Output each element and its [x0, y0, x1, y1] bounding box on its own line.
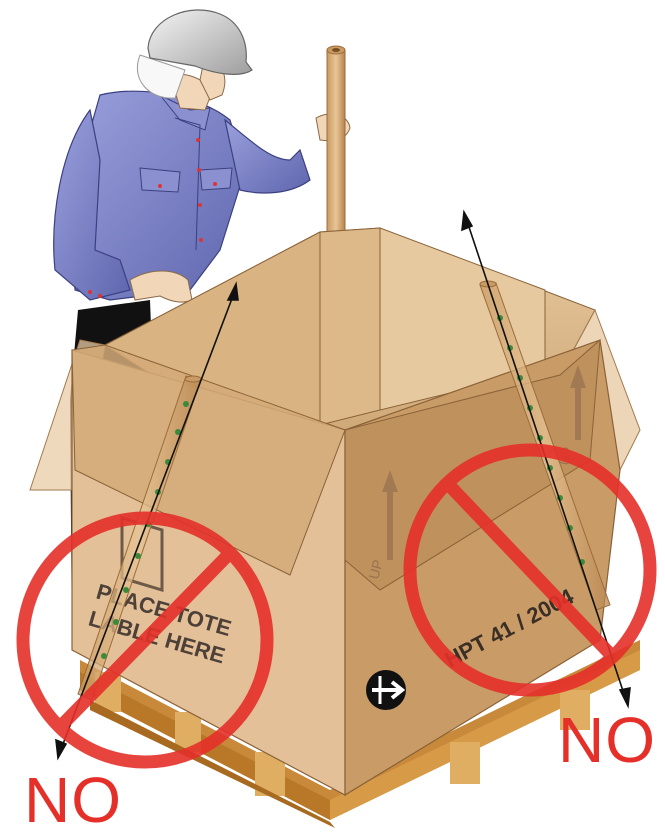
no-label-left: NO [24, 768, 122, 832]
no-label-right: NO [558, 708, 656, 772]
forklift-handling-icon [366, 670, 406, 710]
center-tube [327, 46, 345, 240]
